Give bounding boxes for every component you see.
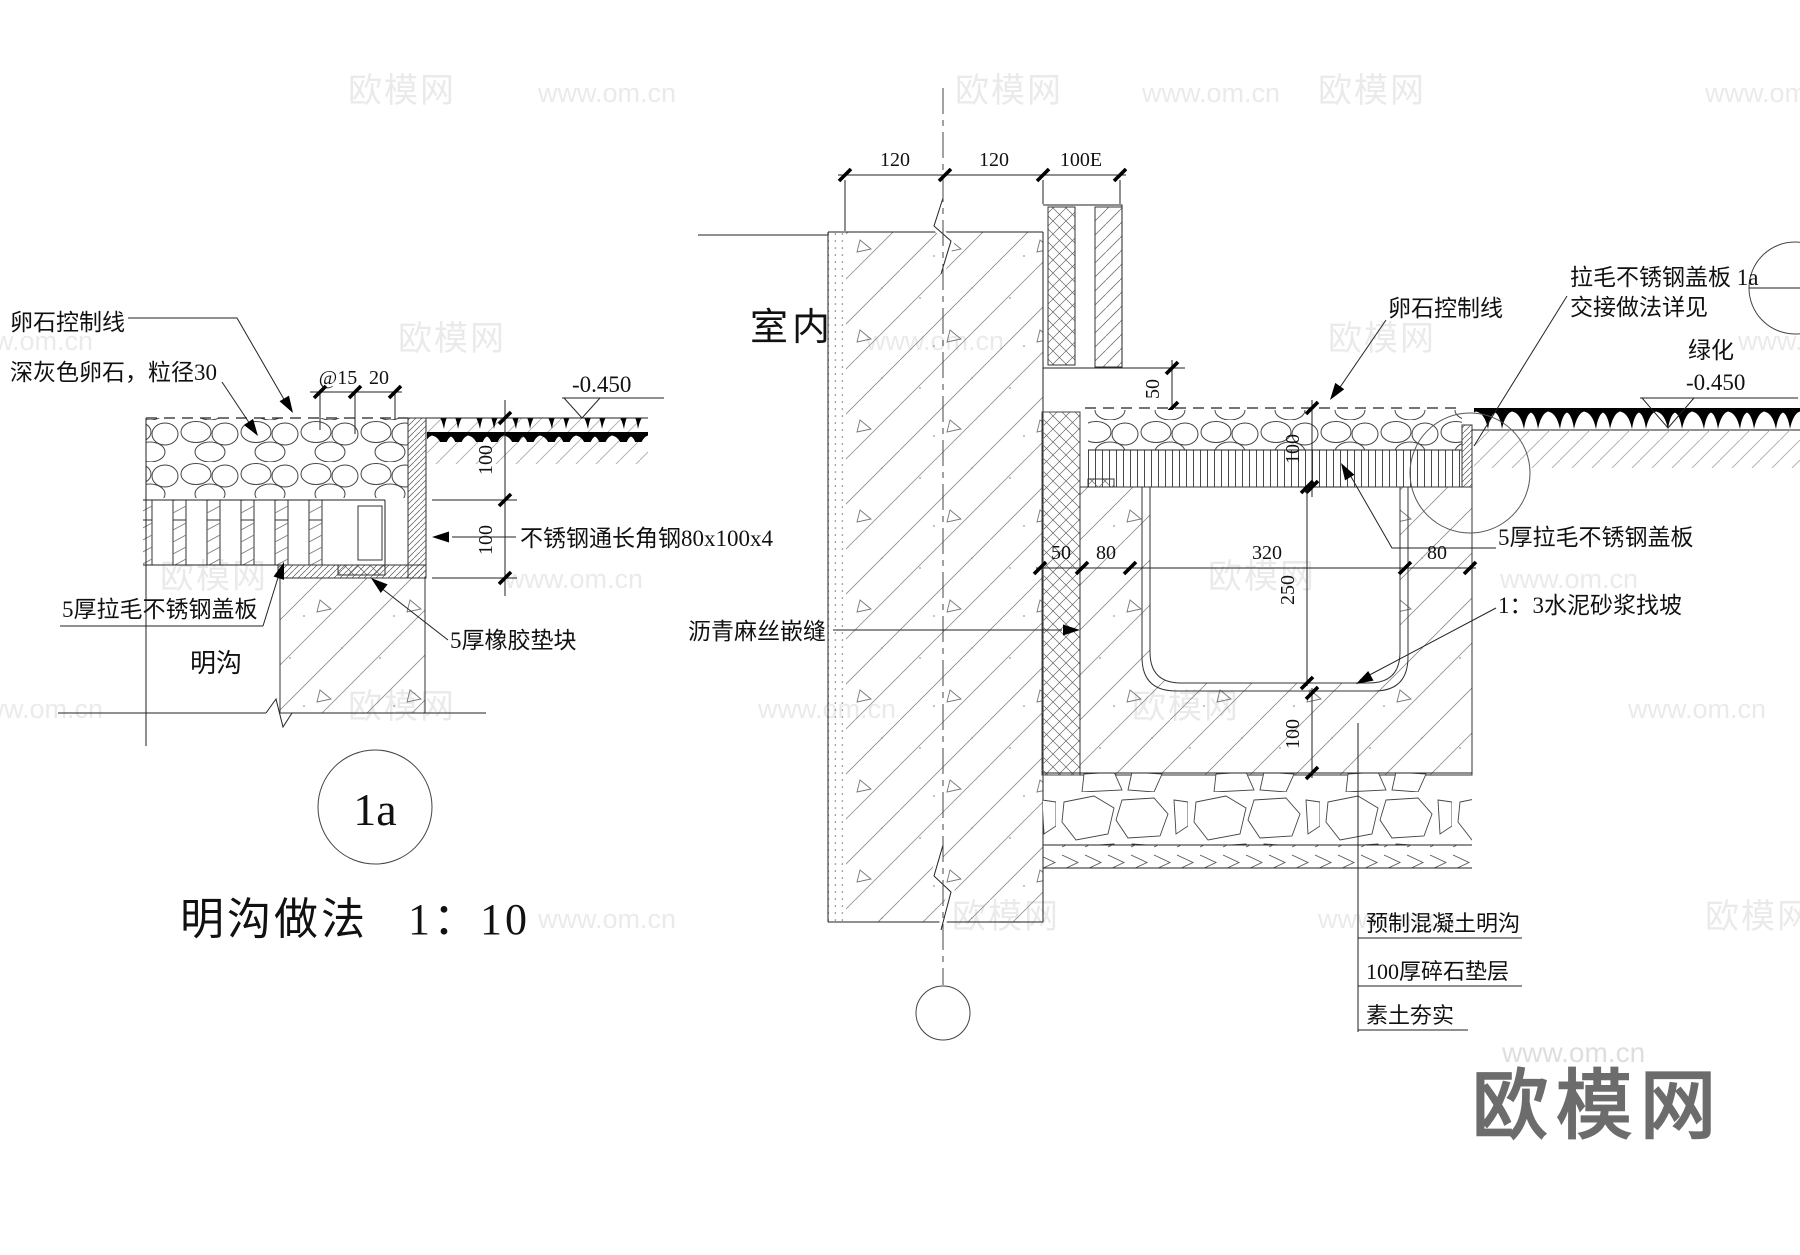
label-greening: 绿化	[1688, 338, 1734, 363]
watermark-url: www.om.cn	[1499, 564, 1638, 594]
concrete-gutter-wall	[279, 577, 426, 714]
grass-symbol	[427, 418, 648, 442]
label-gutter: 明沟	[190, 649, 242, 678]
label-caulk: 沥青麻丝嵌缝	[688, 619, 826, 644]
dim-80r: 80	[1427, 542, 1447, 564]
leader-arrow	[1063, 624, 1080, 636]
rubber-pad	[337, 564, 386, 576]
leader-arrow	[1330, 382, 1345, 400]
angle-steel-hollow	[357, 505, 383, 561]
watermark-url: www.om.cn	[1737, 326, 1800, 356]
level-symbol	[1640, 397, 1696, 429]
watermark-brand: 欧模网	[955, 72, 1063, 110]
dim-250: 250	[1277, 575, 1299, 605]
detail-bubble-id: 1a	[353, 784, 396, 835]
dim-100-pebble: 100	[1282, 434, 1304, 464]
leader-arrow	[432, 531, 449, 543]
finish-column	[1094, 206, 1123, 368]
grid-bubble	[915, 985, 971, 1041]
gravel-bed	[1043, 773, 1472, 845]
watermark-brand: 欧模网	[1328, 320, 1436, 358]
rubber-pad	[1087, 478, 1115, 488]
watermark-url: www.om.cn	[1141, 78, 1280, 108]
watermark-url: www.om.cn	[1317, 904, 1456, 934]
level-value: -0.450	[1686, 370, 1745, 395]
dim-80l: 80	[1096, 542, 1116, 564]
leader-arrow	[1341, 463, 1355, 481]
watermark-url: www.om.cn	[0, 326, 93, 356]
label-angle-steel: 不锈钢通长角钢80x100x4	[520, 526, 774, 551]
insulation-strip	[1041, 411, 1081, 776]
label-gravel-bed: 100厚碎石垫层	[1366, 959, 1509, 984]
leader-arrow	[279, 395, 293, 413]
cover-plate-edge	[1461, 424, 1473, 488]
leader-arrow	[273, 562, 284, 580]
label-cover-plate: 5厚拉毛不锈钢盖板	[62, 597, 258, 622]
grass-symbol	[1474, 408, 1800, 432]
dim-100a: 100	[475, 445, 497, 475]
leader-arrow	[1356, 670, 1374, 684]
pebble-layer	[1088, 410, 1462, 450]
label-compacted-soil: 素土夯实	[1366, 1003, 1454, 1028]
leader-arrow	[243, 418, 258, 436]
precast-gutter-concrete	[1079, 486, 1473, 776]
gutter-unit-outline	[1141, 487, 1409, 692]
watermark-url: www.om.cn	[1704, 78, 1800, 108]
dim-100b: 100	[475, 525, 497, 555]
watermark-url: www.om.cn	[1501, 1037, 1645, 1068]
wall-plaster-band	[828, 232, 846, 922]
steel-angle-vertical	[407, 417, 427, 579]
label-rubber-pad: 5厚橡胶垫块	[450, 628, 577, 653]
cover-grating	[143, 500, 338, 565]
label-pebble-control-line: 卵石控制线	[1388, 296, 1503, 321]
watermark-brand: 欧模网	[348, 72, 456, 110]
dim-50: 50	[1051, 542, 1071, 564]
detail-zoom-circle	[1409, 412, 1531, 534]
label-indoor: 室内	[750, 307, 834, 349]
leader-arrow	[371, 578, 388, 593]
watermark-brand: 欧模网	[398, 320, 506, 358]
site-logo: 欧模网	[1472, 1064, 1724, 1149]
label-cover-plate: 5厚拉毛不锈钢盖板	[1498, 525, 1694, 550]
watermark-url: www.om.cn	[537, 904, 676, 934]
watermark-url: www.om.cn	[0, 694, 103, 724]
label-pebble-spec: 深灰色卵石，粒径30	[10, 360, 217, 385]
label-pebble-control-line: 卵石控制线	[10, 310, 125, 335]
level-value: -0.450	[572, 372, 631, 397]
watermark-url: www.om.cn	[537, 78, 676, 108]
watermark-url: www.om.cn	[1627, 694, 1766, 724]
label-mortar: 1：3水泥砂浆找坡	[1498, 593, 1682, 618]
dim-120b: 120	[979, 149, 1009, 171]
insulation-column	[1047, 206, 1076, 366]
watermark-brand: 欧模网	[1208, 558, 1316, 596]
dim-100-bottom: 100	[1282, 719, 1304, 749]
ground-hatch	[1474, 430, 1800, 468]
left-gutter-detail: -0.450 @15 20 100 100 卵石控制线 深灰色卵石，粒径30 不…	[10, 310, 774, 944]
label-cover-ref-2: 交接做法详见	[1570, 295, 1708, 320]
dim-50v: 50	[1142, 379, 1164, 399]
level-symbol	[562, 397, 602, 419]
dim-100E: 100E	[1060, 149, 1102, 171]
label-precast-gutter: 预制混凝土明沟	[1366, 911, 1520, 936]
detail-scale: 1：10	[408, 895, 530, 944]
label-cover-ref-1: 拉毛不锈钢盖板 1a	[1570, 265, 1758, 290]
dim-120a: 120	[880, 149, 910, 171]
dim-320: 320	[1252, 542, 1282, 564]
compacted-soil	[1043, 845, 1472, 868]
watermark-brand: 欧模网	[1705, 898, 1800, 936]
watermark-brand: 欧模网	[1318, 72, 1426, 110]
dim-20: 20	[369, 367, 389, 389]
detail-bubble	[317, 749, 433, 865]
cover-grating	[1088, 450, 1462, 487]
dim-at15: @15	[319, 367, 357, 389]
right-gutter-detail: 室内 120 120 100E 50	[688, 88, 1800, 1041]
break-symbol	[265, 697, 293, 729]
pebble-layer	[146, 418, 408, 498]
detail-title: 明沟做法	[180, 895, 368, 944]
concrete-wall-section	[846, 232, 1043, 922]
watermark-url: www.om.cn	[504, 564, 643, 594]
